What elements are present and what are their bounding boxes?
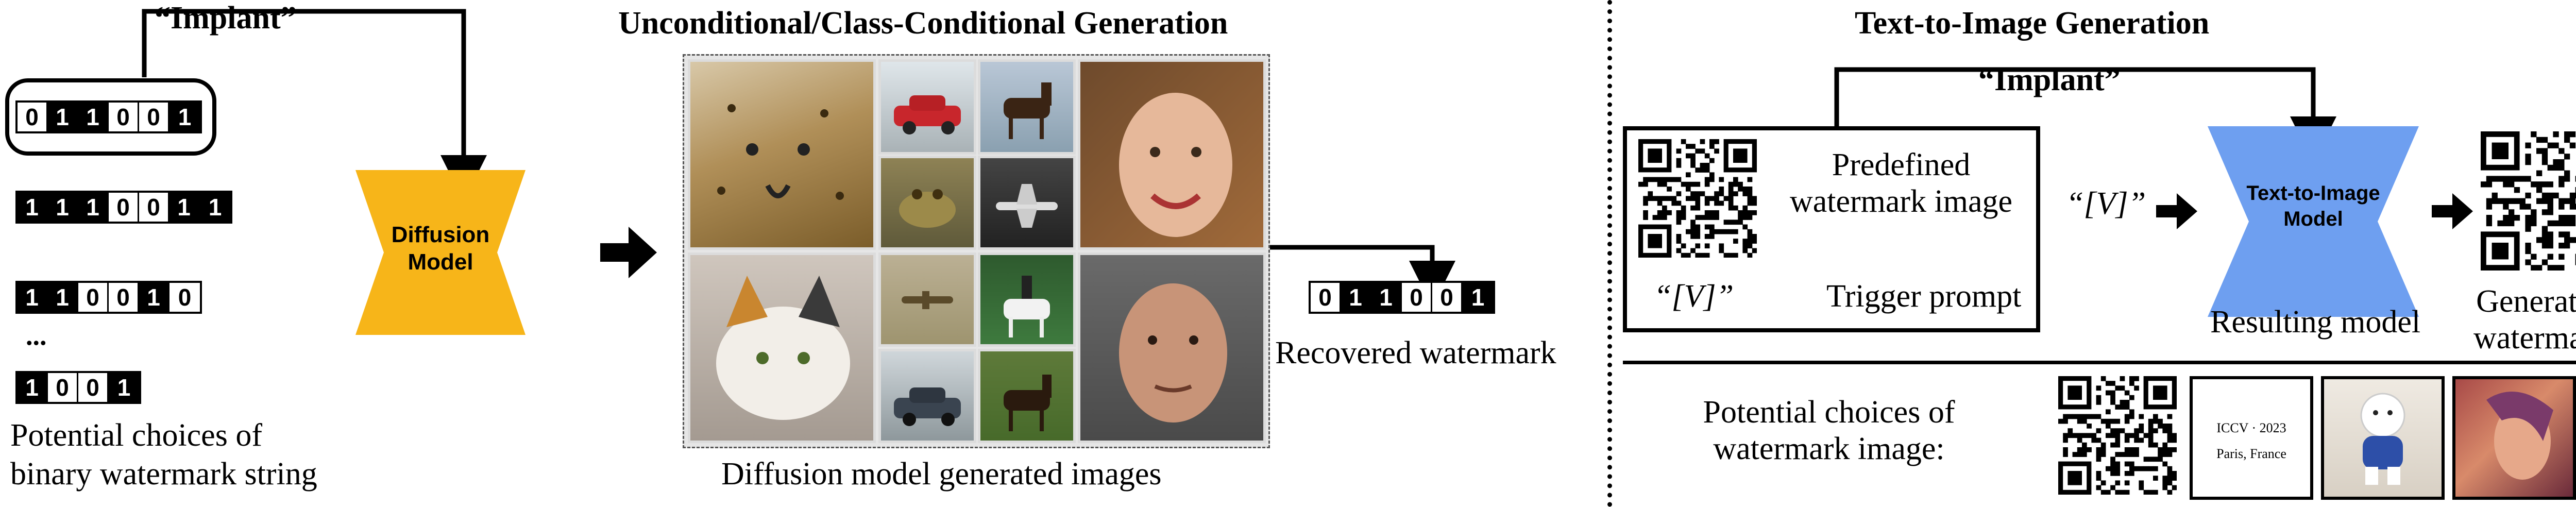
bit-cell: 1: [200, 193, 230, 222]
generated-watermark-label: Generated watermark: [2458, 283, 2576, 357]
diffusion-model-shape: [355, 170, 526, 335]
input-token: “[V]”: [2066, 186, 2146, 221]
watermark-trigger-box: [1623, 126, 2040, 332]
qr-code-generated: [2481, 131, 2576, 271]
small-plane-image: [878, 252, 976, 347]
middle-title: Unconditional/Class-Conditional Generati…: [618, 6, 1228, 41]
selected-watermark-box: [5, 78, 216, 156]
bit-cell: 1: [170, 193, 200, 222]
bit-cell: 0: [139, 193, 170, 222]
predefined-line2: watermark image: [1789, 184, 2013, 219]
diffusion-model-label: Diffusion Model: [355, 222, 526, 276]
t2i-label-line2: Model: [2283, 208, 2343, 230]
girl-face-image: [1078, 59, 1266, 250]
bit-cell: 1: [1341, 283, 1371, 312]
implant-label-right: “Implant”: [1978, 62, 2121, 97]
frog-image: [878, 156, 976, 250]
bit-cell: 0: [78, 283, 109, 312]
bit-cell: 0: [78, 373, 109, 402]
bit-cell: 1: [78, 103, 109, 131]
portrait-image-choice: [2452, 376, 2576, 500]
bit-cell: 1: [78, 193, 109, 222]
bit-cell: 1: [109, 373, 139, 402]
bit-cell: 0: [139, 103, 170, 131]
bit-cell: 1: [1371, 283, 1402, 312]
car-image: [878, 59, 976, 155]
bit-cell: 0: [170, 283, 200, 312]
right-horizontal-divider: [1623, 361, 2576, 364]
trigger-token: “[V]”: [1654, 279, 1734, 314]
bit-cell: 1: [18, 373, 48, 402]
bit-cell: 1: [18, 193, 48, 222]
bit-choices-caption-line1: Potential choices of: [10, 418, 262, 453]
resulting-model-label: Resulting model: [2210, 305, 2421, 340]
t2i-model-shape: [2208, 126, 2419, 317]
plush-toy-image-choice: [2321, 376, 2445, 500]
implant-label-left: “Implant”: [155, 1, 297, 36]
right-title: Text-to-Image Generation: [1855, 6, 2210, 41]
bit-cell: 0: [109, 103, 139, 131]
iccv-line1: ICCV · 2023: [2216, 420, 2286, 435]
bit-cell: 1: [18, 283, 48, 312]
airplane-image: [978, 156, 1076, 250]
generated-images-caption: Diffusion model generated images: [721, 457, 1162, 492]
bit-cell: 0: [109, 193, 139, 222]
choices-line2: watermark image:: [1713, 431, 1945, 467]
bit-cell: 1: [48, 283, 78, 312]
horse-image-1: [978, 59, 1076, 155]
iccv-line2: Paris, France: [2216, 446, 2286, 461]
recovered-watermark-label: Recovered watermark: [1275, 335, 1556, 370]
flow-arrow-3: [2432, 193, 2473, 229]
flow-arrow-1: [600, 227, 657, 278]
bit-cell: 0: [48, 373, 78, 402]
flow-arrow-2: [2156, 193, 2197, 229]
bit-cell: 0: [109, 283, 139, 312]
watermark-choices-caption: Potential choices of watermark image:: [1649, 394, 2009, 468]
cat-image: [688, 252, 876, 443]
generated-line2: watermark: [2473, 320, 2576, 356]
car-image-2: [878, 349, 976, 443]
bit-cell: 1: [48, 103, 78, 131]
iccv-text-image-choice: ICCV · 2023 Paris, France: [2190, 376, 2313, 500]
section-divider: [1607, 0, 1612, 507]
trigger-prompt-label: Trigger prompt: [1826, 279, 2022, 314]
bit-cell: 1: [48, 193, 78, 222]
horse-rider-image: [978, 252, 1076, 347]
t2i-label-line1: Text-to-Image: [2246, 182, 2380, 205]
diffusion-label-line1: Diffusion: [391, 222, 490, 247]
t2i-model-label: Text-to-Image Model: [2208, 180, 2419, 232]
bit-cell: 1: [139, 283, 170, 312]
bit-choices-caption-line2: binary watermark string: [10, 457, 317, 492]
bit-cell: 0: [18, 103, 48, 131]
man-face-image: [1078, 252, 1266, 443]
cheetah-image: [688, 59, 876, 250]
bit-cell: 0: [1432, 283, 1463, 312]
choices-line1: Potential choices of: [1703, 395, 1955, 430]
predefined-watermark-label: Predefined watermark image: [1772, 147, 2030, 221]
diffusion-label-line2: Model: [408, 249, 473, 275]
qr-code-predefined: [1638, 139, 1757, 258]
predefined-line1: Predefined: [1832, 147, 1971, 182]
bit-cell: 1: [1463, 283, 1493, 312]
bit-cell: 0: [1311, 283, 1341, 312]
horse-image-2: [978, 349, 1076, 443]
qr-code-choice: [2058, 376, 2177, 495]
bit-cell: 1: [170, 103, 200, 131]
ellipsis: ...: [26, 320, 47, 351]
generated-line1: Generated: [2476, 284, 2576, 319]
bit-cell: 0: [1402, 283, 1432, 312]
